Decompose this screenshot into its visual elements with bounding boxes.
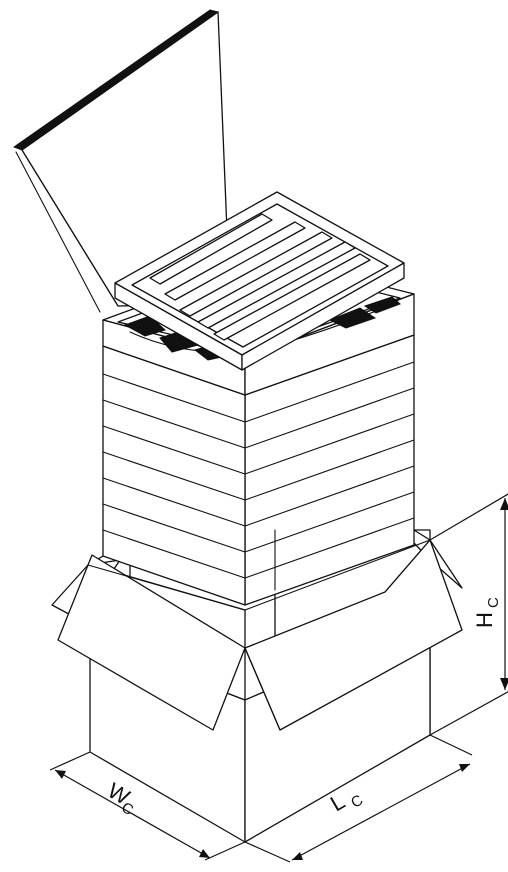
lid-flap xyxy=(12,9,231,313)
height-subscript: C xyxy=(485,597,502,608)
label-height: H C xyxy=(472,597,502,628)
height-letter: H xyxy=(472,612,497,628)
dimension-length xyxy=(244,734,473,863)
tray-stack xyxy=(102,334,415,606)
cardboard-box xyxy=(57,539,463,843)
tray-layer-lines-left xyxy=(102,373,246,579)
dimension-width xyxy=(49,751,246,861)
length-subscript: C xyxy=(348,791,366,811)
label-width: W C xyxy=(104,778,137,819)
dimension-height xyxy=(429,493,508,736)
lid-slots xyxy=(149,213,371,341)
length-letter: L xyxy=(326,789,349,817)
tray-layer-lines-right xyxy=(244,361,415,579)
top-lid-tray xyxy=(114,191,405,371)
